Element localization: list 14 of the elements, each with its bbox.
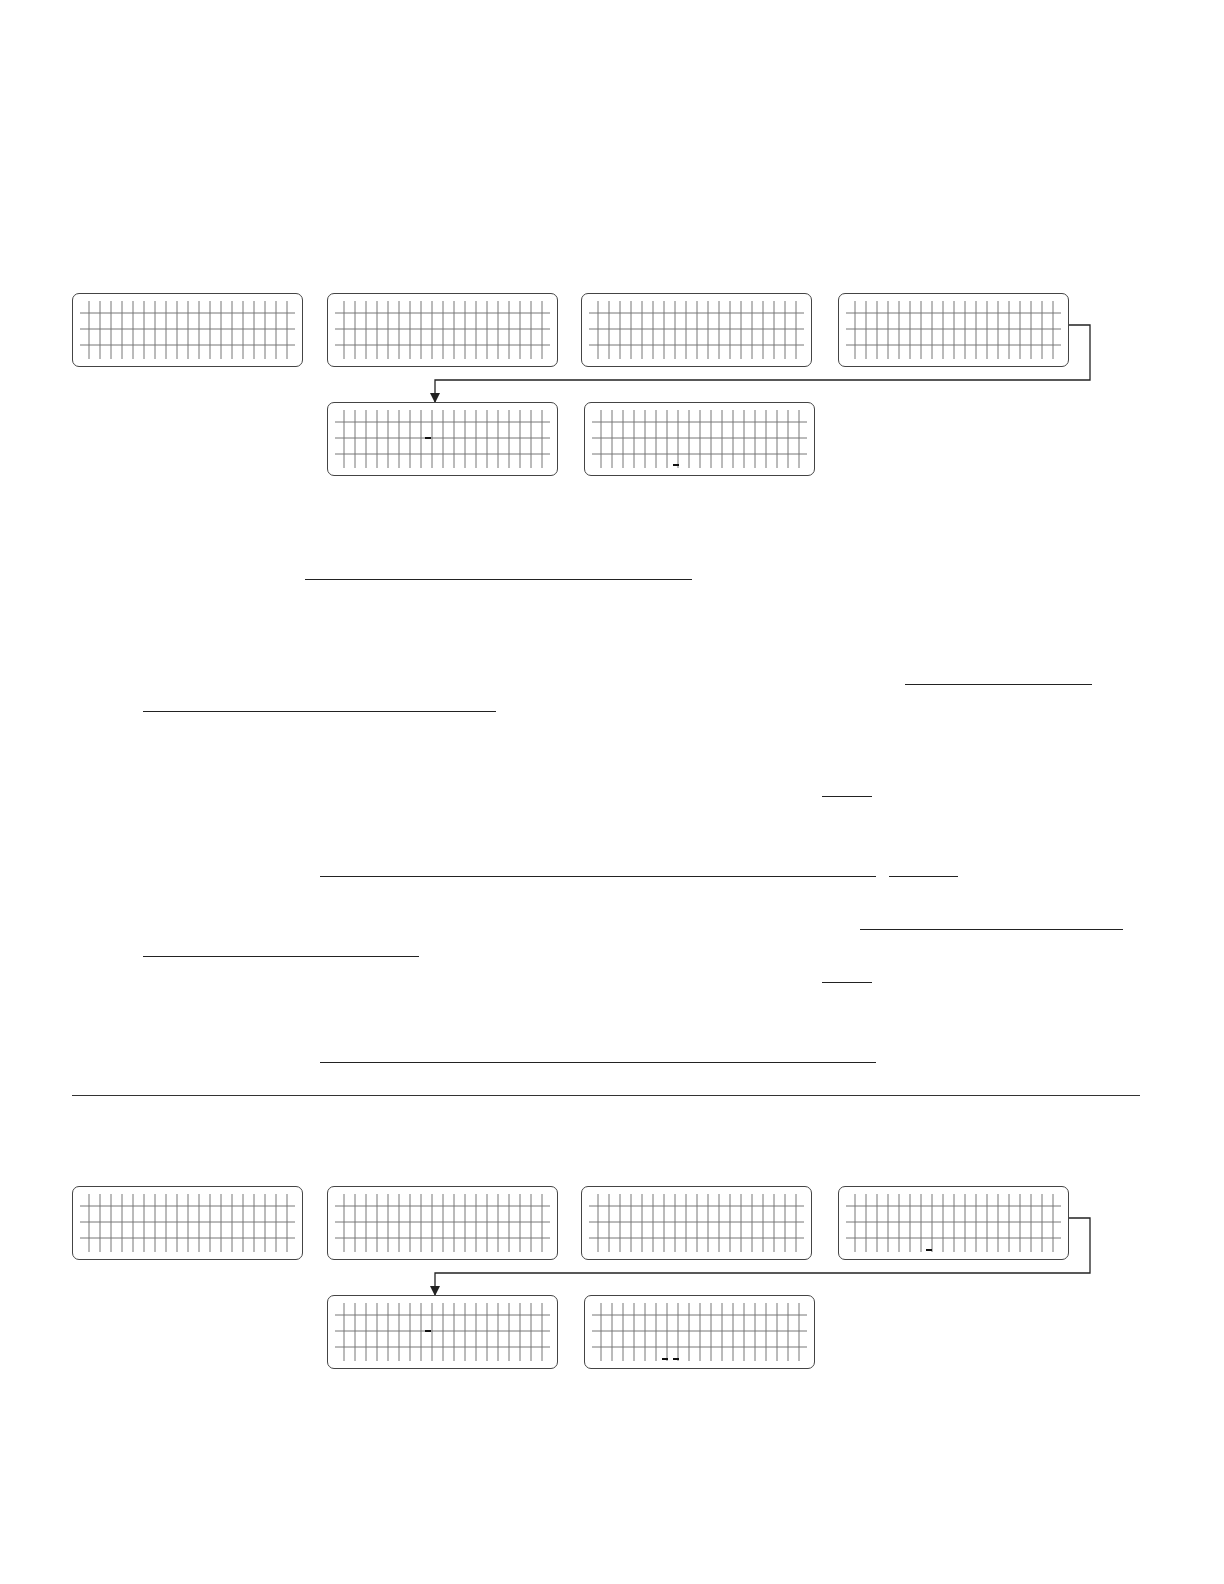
lcd-screen [327,293,558,367]
lcd-screen [327,1186,558,1260]
lcd-screen [581,293,812,367]
lcd-screen [581,1186,812,1260]
lcd-screen [584,1295,815,1369]
arrow [430,1217,1091,1296]
lcd-screen [72,293,303,367]
arrow [430,324,1091,403]
lcd-screen [72,1186,303,1260]
lcd-screen [327,1295,558,1369]
lcd-screen [838,1186,1069,1260]
lcd-screen [584,402,815,476]
lcd-screen [327,402,558,476]
lcd-screen [838,293,1069,367]
